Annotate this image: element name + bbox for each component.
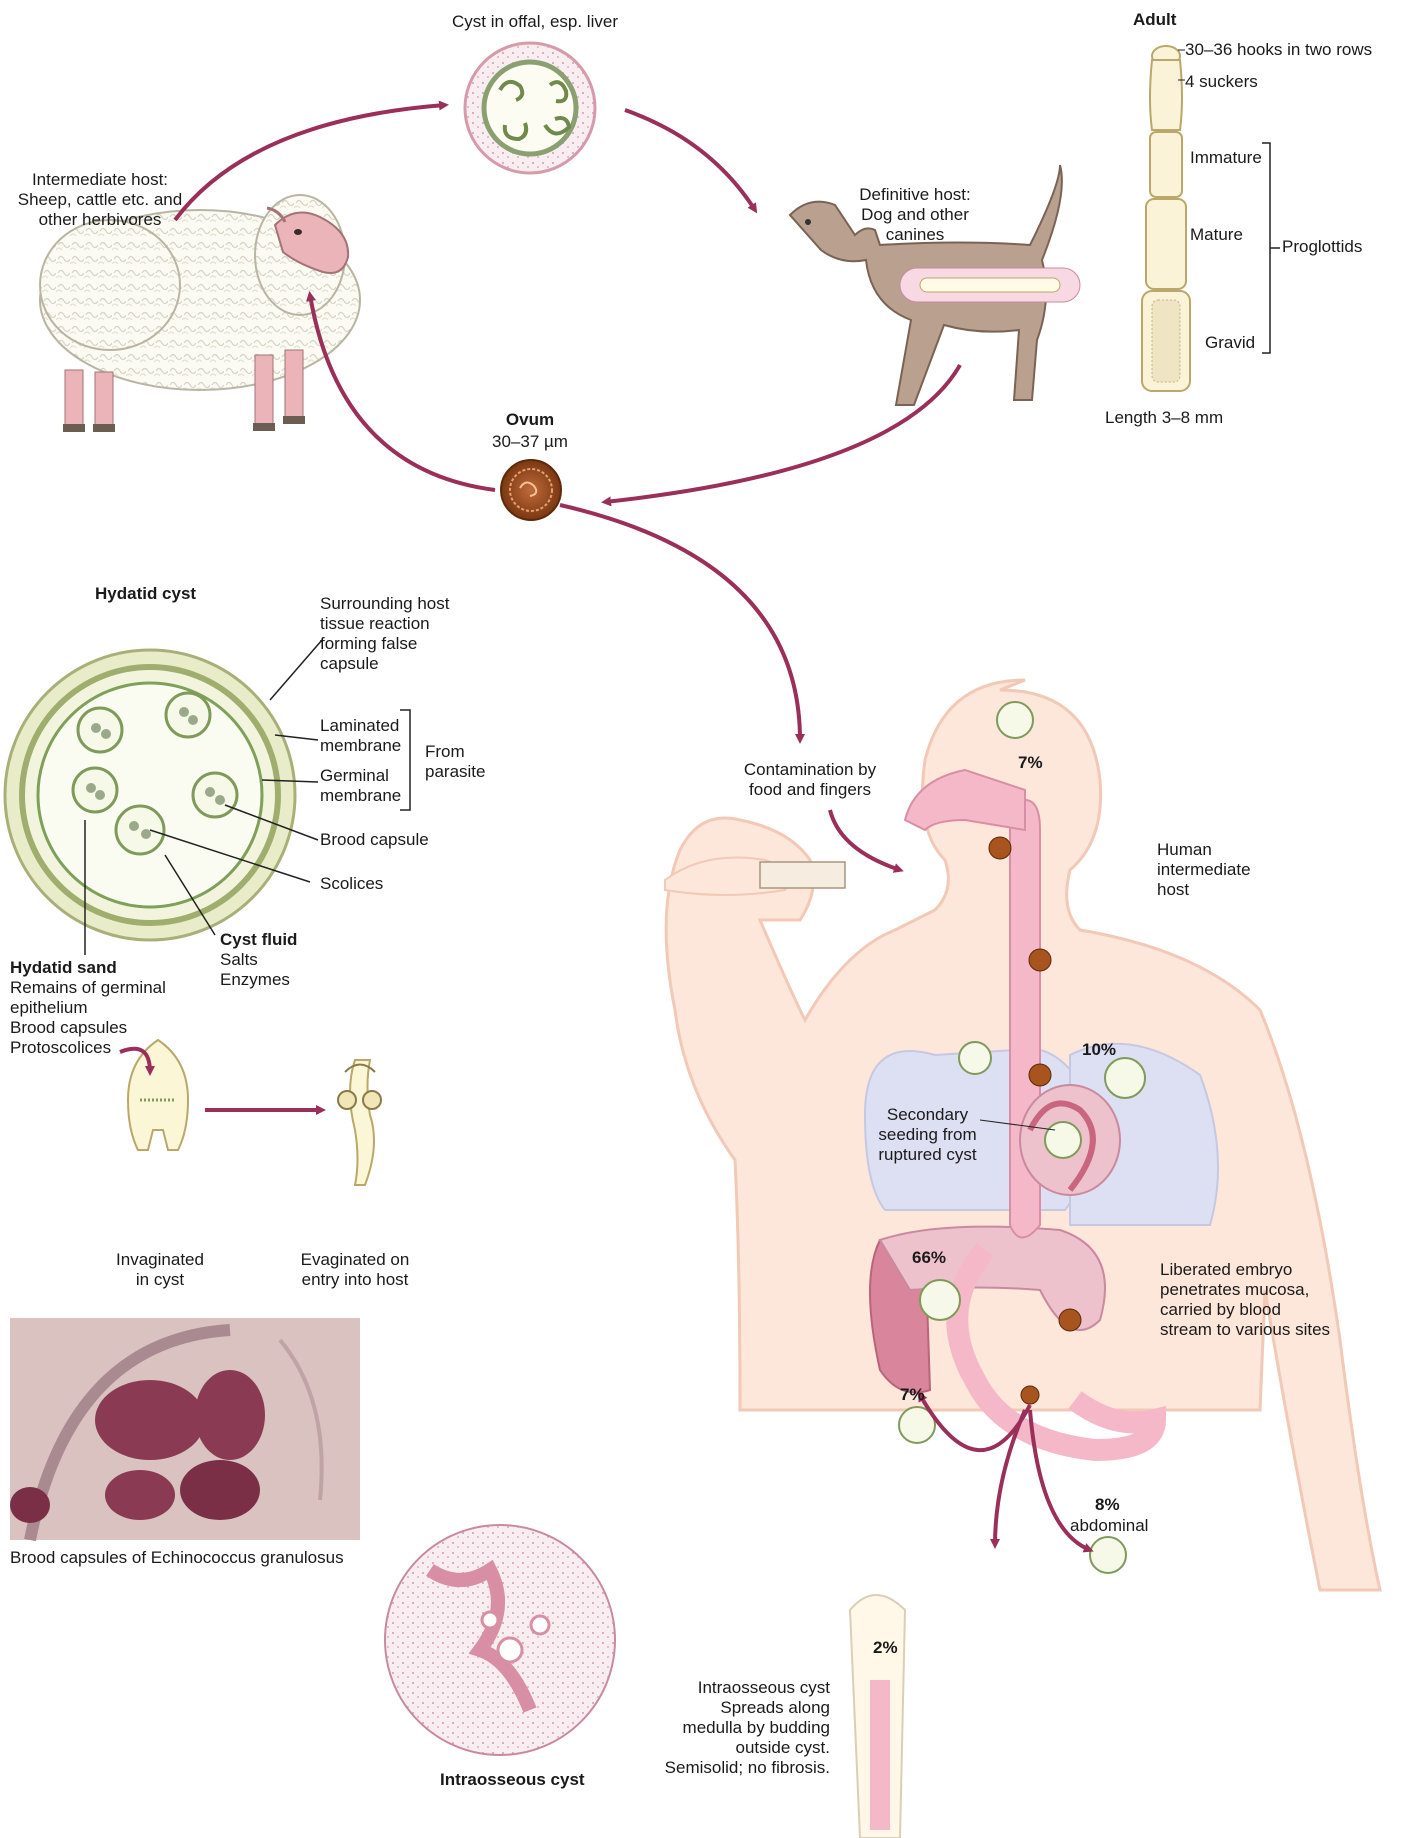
hydatid-cyst-title: Hydatid cyst: [95, 584, 196, 604]
immature-label: Immature: [1190, 148, 1262, 168]
from-parasite-label: From parasite: [425, 742, 485, 782]
abdominal-label: abdominal: [1070, 1516, 1148, 1536]
evaginated-label: Evaginated on entry into host: [280, 1250, 430, 1290]
scolices-label: Scolices: [320, 874, 383, 894]
intraosseous-cyst-illustration: [385, 1525, 615, 1755]
length-label: Length 3–8 mm: [1105, 408, 1223, 428]
suckers-label: 4 suckers: [1185, 72, 1258, 92]
invaginated-label: Invaginated in cyst: [90, 1250, 230, 1290]
human-host-label: Human intermediate host: [1157, 840, 1251, 900]
kidney-percentage: 7%: [900, 1385, 925, 1405]
ovum-size: 30–37 µm: [470, 432, 590, 452]
intermediate-host-label: Intermediate host: Sheep, cattle etc. an…: [10, 170, 190, 230]
bone-percentage: 2%: [873, 1638, 898, 1658]
ovum-title: Ovum: [490, 410, 570, 430]
ovum-illustration: [501, 460, 561, 520]
host-reaction-label: Surrounding host tissue reaction forming…: [320, 594, 449, 674]
laminated-membrane-label: Laminated membrane: [320, 716, 401, 756]
human-body-illustration: [665, 680, 1380, 1838]
liberated-embryo-label: Liberated embryo penetrates mucosa, carr…: [1160, 1260, 1330, 1340]
proglottids-label: Proglottids: [1282, 237, 1362, 257]
mature-label: Mature: [1190, 225, 1243, 245]
intraosseous-cyst-title: Intraosseous cyst: [440, 1770, 580, 1790]
contamination-label: Contamination by food and fingers: [725, 760, 895, 800]
germinal-membrane-label: Germinal membrane: [320, 766, 401, 806]
definitive-host-label: Definitive host: Dog and other canines: [830, 185, 1000, 245]
offal-cyst-illustration: [465, 43, 595, 173]
micrograph-caption: Brood capsules of Echinococcus granulosu…: [10, 1548, 344, 1568]
intraosseous-note: Intraosseous cyst Spreads along medulla …: [640, 1678, 830, 1778]
secondary-seeding-label: Secondary seeding from ruptured cyst: [870, 1105, 985, 1165]
micrograph-illustration: [10, 1318, 360, 1540]
brain-percentage: 7%: [1018, 753, 1043, 773]
brood-capsule-label: Brood capsule: [320, 830, 429, 850]
adult-title: Adult: [1133, 10, 1176, 30]
liver-percentage: 66%: [912, 1248, 946, 1268]
abdominal-percentage: 8%: [1095, 1495, 1120, 1515]
hooks-label: 30–36 hooks in two rows: [1185, 40, 1372, 60]
gravid-label: Gravid: [1205, 333, 1255, 353]
hydatid-sand-label: Hydatid sand Remains of germinal epithel…: [10, 958, 166, 1058]
lung-percentage: 10%: [1082, 1040, 1116, 1060]
cyst-offal-label: Cyst in offal, esp. liver: [430, 12, 640, 32]
cyst-fluid-label: Cyst fluid Salts Enzymes: [220, 930, 297, 990]
protoscolex-illustration: [120, 1040, 381, 1185]
